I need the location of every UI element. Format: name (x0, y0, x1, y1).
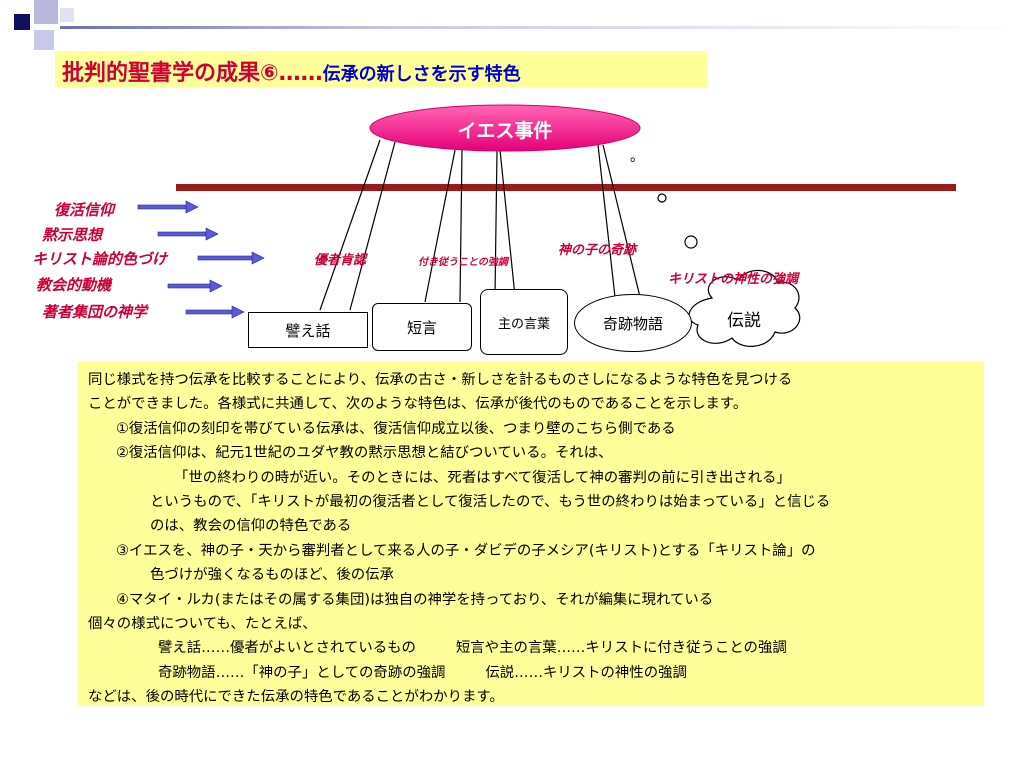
small-mark: 。 (630, 149, 644, 165)
label-kirisutoron: キリスト論的色づけ (32, 250, 168, 268)
example-1: 譬え話……優者がよいとされているもの 短言や主の言葉……キリストに付き従うことの強… (88, 636, 974, 660)
deco-square (34, 0, 58, 24)
para-1: 同じ様式を持つ伝承を比較することにより、伝承の古さ・新しさを計るものさしになるよ… (88, 372, 793, 388)
line-to-tangen (424, 149, 456, 303)
line-to-tatoebanashi-2 (349, 141, 396, 311)
item-2-cont: というもので、「キリストが最初の復活者として復活したので、もう世の終わりは始まっ… (150, 494, 831, 511)
explanation-box: 同じ様式を持つ伝承を比較することにより、伝承の古さ・新しさを計るものさしになるよ… (78, 362, 984, 706)
arrow-4 (167, 279, 223, 293)
label-mokushi: 黙示思想 (42, 226, 103, 244)
form-shu-no-kotoba: 主の言葉 (480, 289, 568, 355)
annotation-kirisuto-shinsei: キリストの神性の強調 (668, 272, 799, 287)
header-rule (60, 26, 1024, 29)
item-1: ①復活信仰の刻印を帯びている伝承は、復活信仰成立以後、つまり壁のこちら側である (116, 420, 676, 437)
example-2b: 伝説……キリストの神性の強調 (485, 664, 687, 681)
annotation-yusha: 優者肯認 (314, 253, 367, 268)
barrier-bar (176, 184, 956, 191)
example-1b: 短言や主の言葉……キリストに付き従うことの強調 (455, 640, 787, 657)
item-3-cont: 色づけが強くなるものほど、後の伝承 (150, 567, 394, 584)
item-2: ②復活信仰は、紀元1世紀のユダヤ教の黙示思想と結びついている。それは、 (116, 445, 613, 462)
event-ellipse (369, 104, 641, 152)
bubble-circle (657, 193, 667, 203)
corner-decoration (14, 0, 1024, 50)
form-kiseki: 奇跡物語 (574, 294, 692, 352)
densetsu-cloud (688, 269, 801, 347)
deco-square (14, 14, 30, 30)
arrow-1 (137, 200, 199, 214)
line-to-tangen-2 (459, 149, 463, 303)
item-4: ④マタイ・ルカ(またはその属する集団)は独自の神学を持っており、それが編集に現れ… (116, 591, 714, 608)
form-tatoebanashi: 譬え話 (248, 312, 368, 348)
title-background (55, 51, 707, 87)
arrow-5 (185, 305, 245, 319)
example-2a: 奇跡物語……「神の子」としての奇跡の強調 (158, 664, 446, 681)
item-2-end: のは、教会の信仰の特色である (150, 518, 352, 535)
example-1a: 譬え話……優者がよいとされているもの (158, 640, 416, 657)
line-to-tatoebanashi (319, 139, 381, 311)
label-kyokai: 教会的動機 (36, 276, 112, 294)
para-3: 個々の様式についても、たとえば、 (88, 616, 317, 633)
line-to-shu (494, 149, 498, 297)
deco-square (60, 8, 74, 22)
title-main: 批判的聖書学の成果⑥…… (62, 61, 323, 86)
label-fukkatsu: 復活信仰 (54, 201, 115, 219)
item-2-quote: 「世の終わりの時が近い。そのときには、死者はすべて復活して神の審判の前に引き出さ… (174, 469, 791, 486)
bubble-circle (684, 235, 698, 249)
line-to-shu-2 (499, 149, 516, 297)
para-2: ことができました。各様式に共通して、次のような特色は、伝承が後代のものであること… (88, 396, 748, 413)
form-densetsu: 伝説 (727, 311, 761, 331)
deco-square (34, 30, 54, 50)
example-2: 奇跡物語……「神の子」としての奇跡の強調 伝説……キリストの神性の強調 (88, 661, 974, 685)
arrow-2 (157, 227, 219, 241)
line-to-kiseki-2 (602, 144, 641, 298)
annotation-tsuki: 付き従うことの強調 (418, 257, 508, 268)
annotation-kami-no-ko: 神の子の奇跡 (558, 243, 637, 258)
para-4: などは、後の時代にできた伝承の特色であることがわかります。 (88, 689, 504, 706)
diagram-lines (137, 104, 801, 347)
form-tangen: 短言 (372, 303, 472, 351)
label-chosha: 著者集団の神学 (42, 303, 148, 321)
arrow-3 (197, 251, 265, 265)
left-arrows (137, 200, 265, 319)
item-3: ③イエスを、神の子・天から審判者として来る人の子・ダビデの子メシア(キリスト)と… (116, 542, 816, 559)
line-to-kiseki (597, 144, 616, 298)
event-label: イエス事件 (457, 120, 553, 142)
page-title: 批判的聖書学の成果⑥……伝承の新しさを示す特色 (62, 55, 521, 87)
title-subtitle: 伝承の新しさを示す特色 (322, 64, 521, 85)
